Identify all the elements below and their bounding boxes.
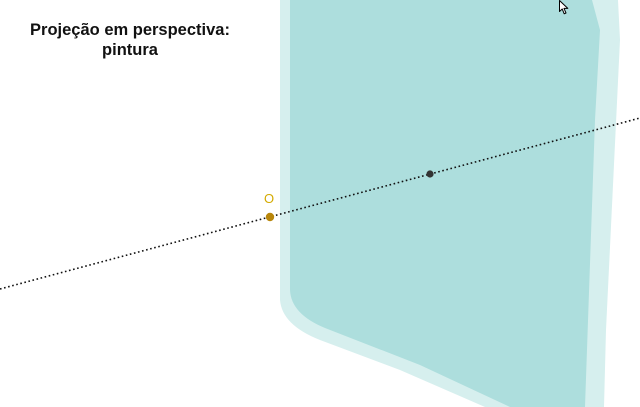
point-o[interactable] <box>265 212 275 222</box>
title-line-1: Projeção em perspectiva: <box>30 21 230 39</box>
point-o-label: O <box>264 191 274 206</box>
mouse-cursor-icon <box>559 0 569 15</box>
title-line-2: pintura <box>102 41 158 59</box>
picture-plane-inner[interactable] <box>290 0 600 407</box>
projection-line[interactable] <box>0 117 640 290</box>
point-p[interactable] <box>426 170 434 178</box>
page-title: Projeção em perspectiva: pintura <box>10 20 250 60</box>
